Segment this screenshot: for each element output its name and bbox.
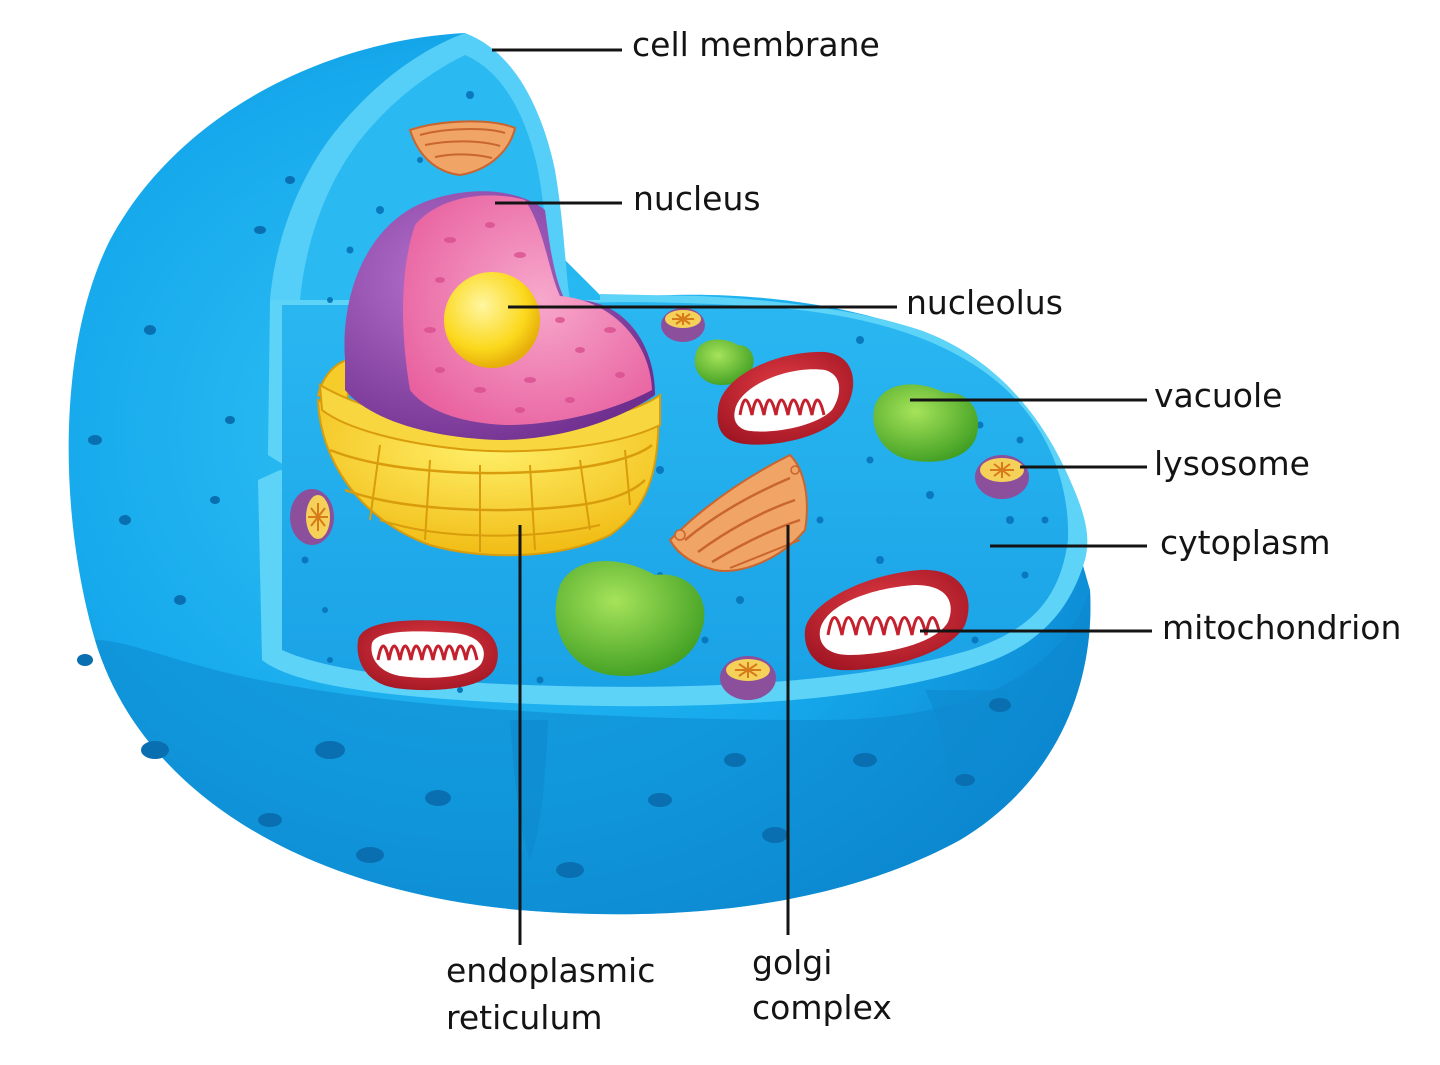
golgi-small xyxy=(408,120,517,177)
nucleus xyxy=(344,191,655,440)
label-golgi-line-1: golgi xyxy=(752,943,833,982)
label-nucleolus: nucleolus xyxy=(906,283,1063,322)
vacuole-right xyxy=(873,384,979,462)
label-lysosome: lysosome xyxy=(1154,444,1310,483)
lysosome-left xyxy=(290,489,334,545)
vacuole-large xyxy=(555,561,705,676)
leader-lines xyxy=(492,48,1152,945)
vacuole-small xyxy=(694,339,754,385)
cell-outer-shading xyxy=(95,590,1091,915)
label-nucleus: nucleus xyxy=(633,179,761,218)
label-cytoplasm: cytoplasm xyxy=(1160,523,1331,562)
label-vacuole: vacuole xyxy=(1154,376,1283,415)
label-golgi-line-2: complex xyxy=(752,988,892,1027)
membrane-pores xyxy=(77,176,1011,878)
nucleolus xyxy=(444,272,540,368)
lysosome-top xyxy=(661,308,705,342)
label-cell-membrane: cell membrane xyxy=(632,25,880,64)
mitochondrion-right xyxy=(804,569,969,671)
lysosome-right xyxy=(975,455,1029,499)
mitochondrion-left xyxy=(357,620,498,691)
label-endoplasmic-line-1: endoplasmic xyxy=(446,951,656,990)
wall-fold-right xyxy=(925,690,1010,800)
golgi-complex xyxy=(668,453,808,572)
endoplasmic-reticulum xyxy=(316,356,661,557)
lysosome-bottom xyxy=(720,656,776,700)
label-endoplasmic-line-2: reticulum xyxy=(446,998,603,1037)
label-mitochondrion: mitochondrion xyxy=(1162,608,1402,647)
mitochondrion-top xyxy=(717,351,854,445)
